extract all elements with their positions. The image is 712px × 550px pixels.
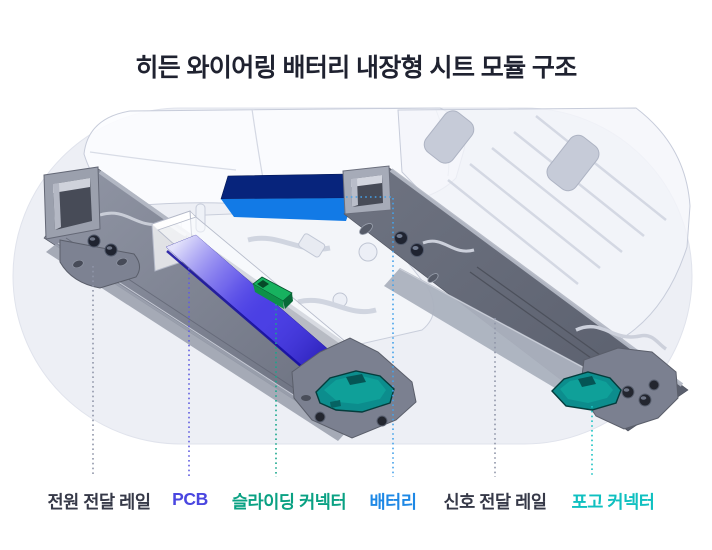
sliding-connector-side (283, 293, 293, 309)
leader-lines (92, 196, 593, 477)
mechanism-tube (297, 297, 377, 315)
bolt (87, 234, 101, 248)
pogo-connector (551, 371, 622, 411)
seat-ghost (83, 107, 691, 347)
signal-rail-top-edge (389, 168, 684, 387)
sliding-connector-front (253, 284, 284, 309)
power-rail-flange-band (46, 244, 348, 441)
battery-front-face (221, 198, 354, 221)
bolt (410, 243, 424, 257)
bolt (638, 393, 652, 407)
cushion-crease (89, 151, 237, 171)
pogo-connector-top (560, 377, 613, 403)
rail-hole (116, 257, 128, 267)
channel-inner-wall (53, 183, 61, 230)
channel-inner-wall (53, 178, 90, 193)
rail-end-connector-top (324, 375, 386, 404)
bolt-highlight (412, 246, 419, 250)
power-rail (43, 166, 417, 441)
battery (220, 173, 355, 221)
mechanism-detail (358, 242, 378, 262)
rail-end-connector (315, 370, 395, 413)
power-rail-flange (59, 239, 140, 289)
pogo-connector-detail (578, 376, 596, 387)
bolt (648, 379, 660, 391)
sliding-connector-hole (257, 280, 269, 288)
bolt-highlight (640, 396, 647, 400)
bolt-highlight (106, 246, 113, 250)
sliding-connector (252, 276, 293, 309)
bolt-highlight (396, 234, 403, 238)
bolt-highlight (623, 388, 630, 392)
bolt-highlight (89, 237, 96, 241)
bolt (104, 243, 118, 257)
channel-inner-wall (351, 178, 358, 207)
rail-hole (72, 259, 84, 269)
channel-inner-wall (351, 175, 382, 187)
rail-cable (422, 239, 475, 253)
bolt (621, 385, 635, 399)
pcb-strip-shading (166, 235, 344, 380)
page-title: 히든 와이어링 배터리 내장형 시트 모듈 구조 (135, 53, 577, 82)
rail-hole (301, 395, 311, 401)
rail-hole (427, 273, 439, 283)
seat-pan-slot (546, 134, 600, 192)
bolt (376, 415, 388, 427)
bolt (314, 411, 326, 423)
battery-top-face (220, 173, 355, 200)
rail-hole (359, 223, 373, 235)
rail-end-connector-notch (330, 400, 341, 408)
rail-cable (575, 324, 668, 351)
pcb-strip-edge (166, 250, 317, 380)
seat-pan-slot (423, 110, 475, 164)
mechanism-bracket (298, 233, 326, 258)
leader-battery (346, 196, 394, 477)
bolt (394, 231, 408, 245)
rail-end-connector-detail (346, 374, 366, 385)
